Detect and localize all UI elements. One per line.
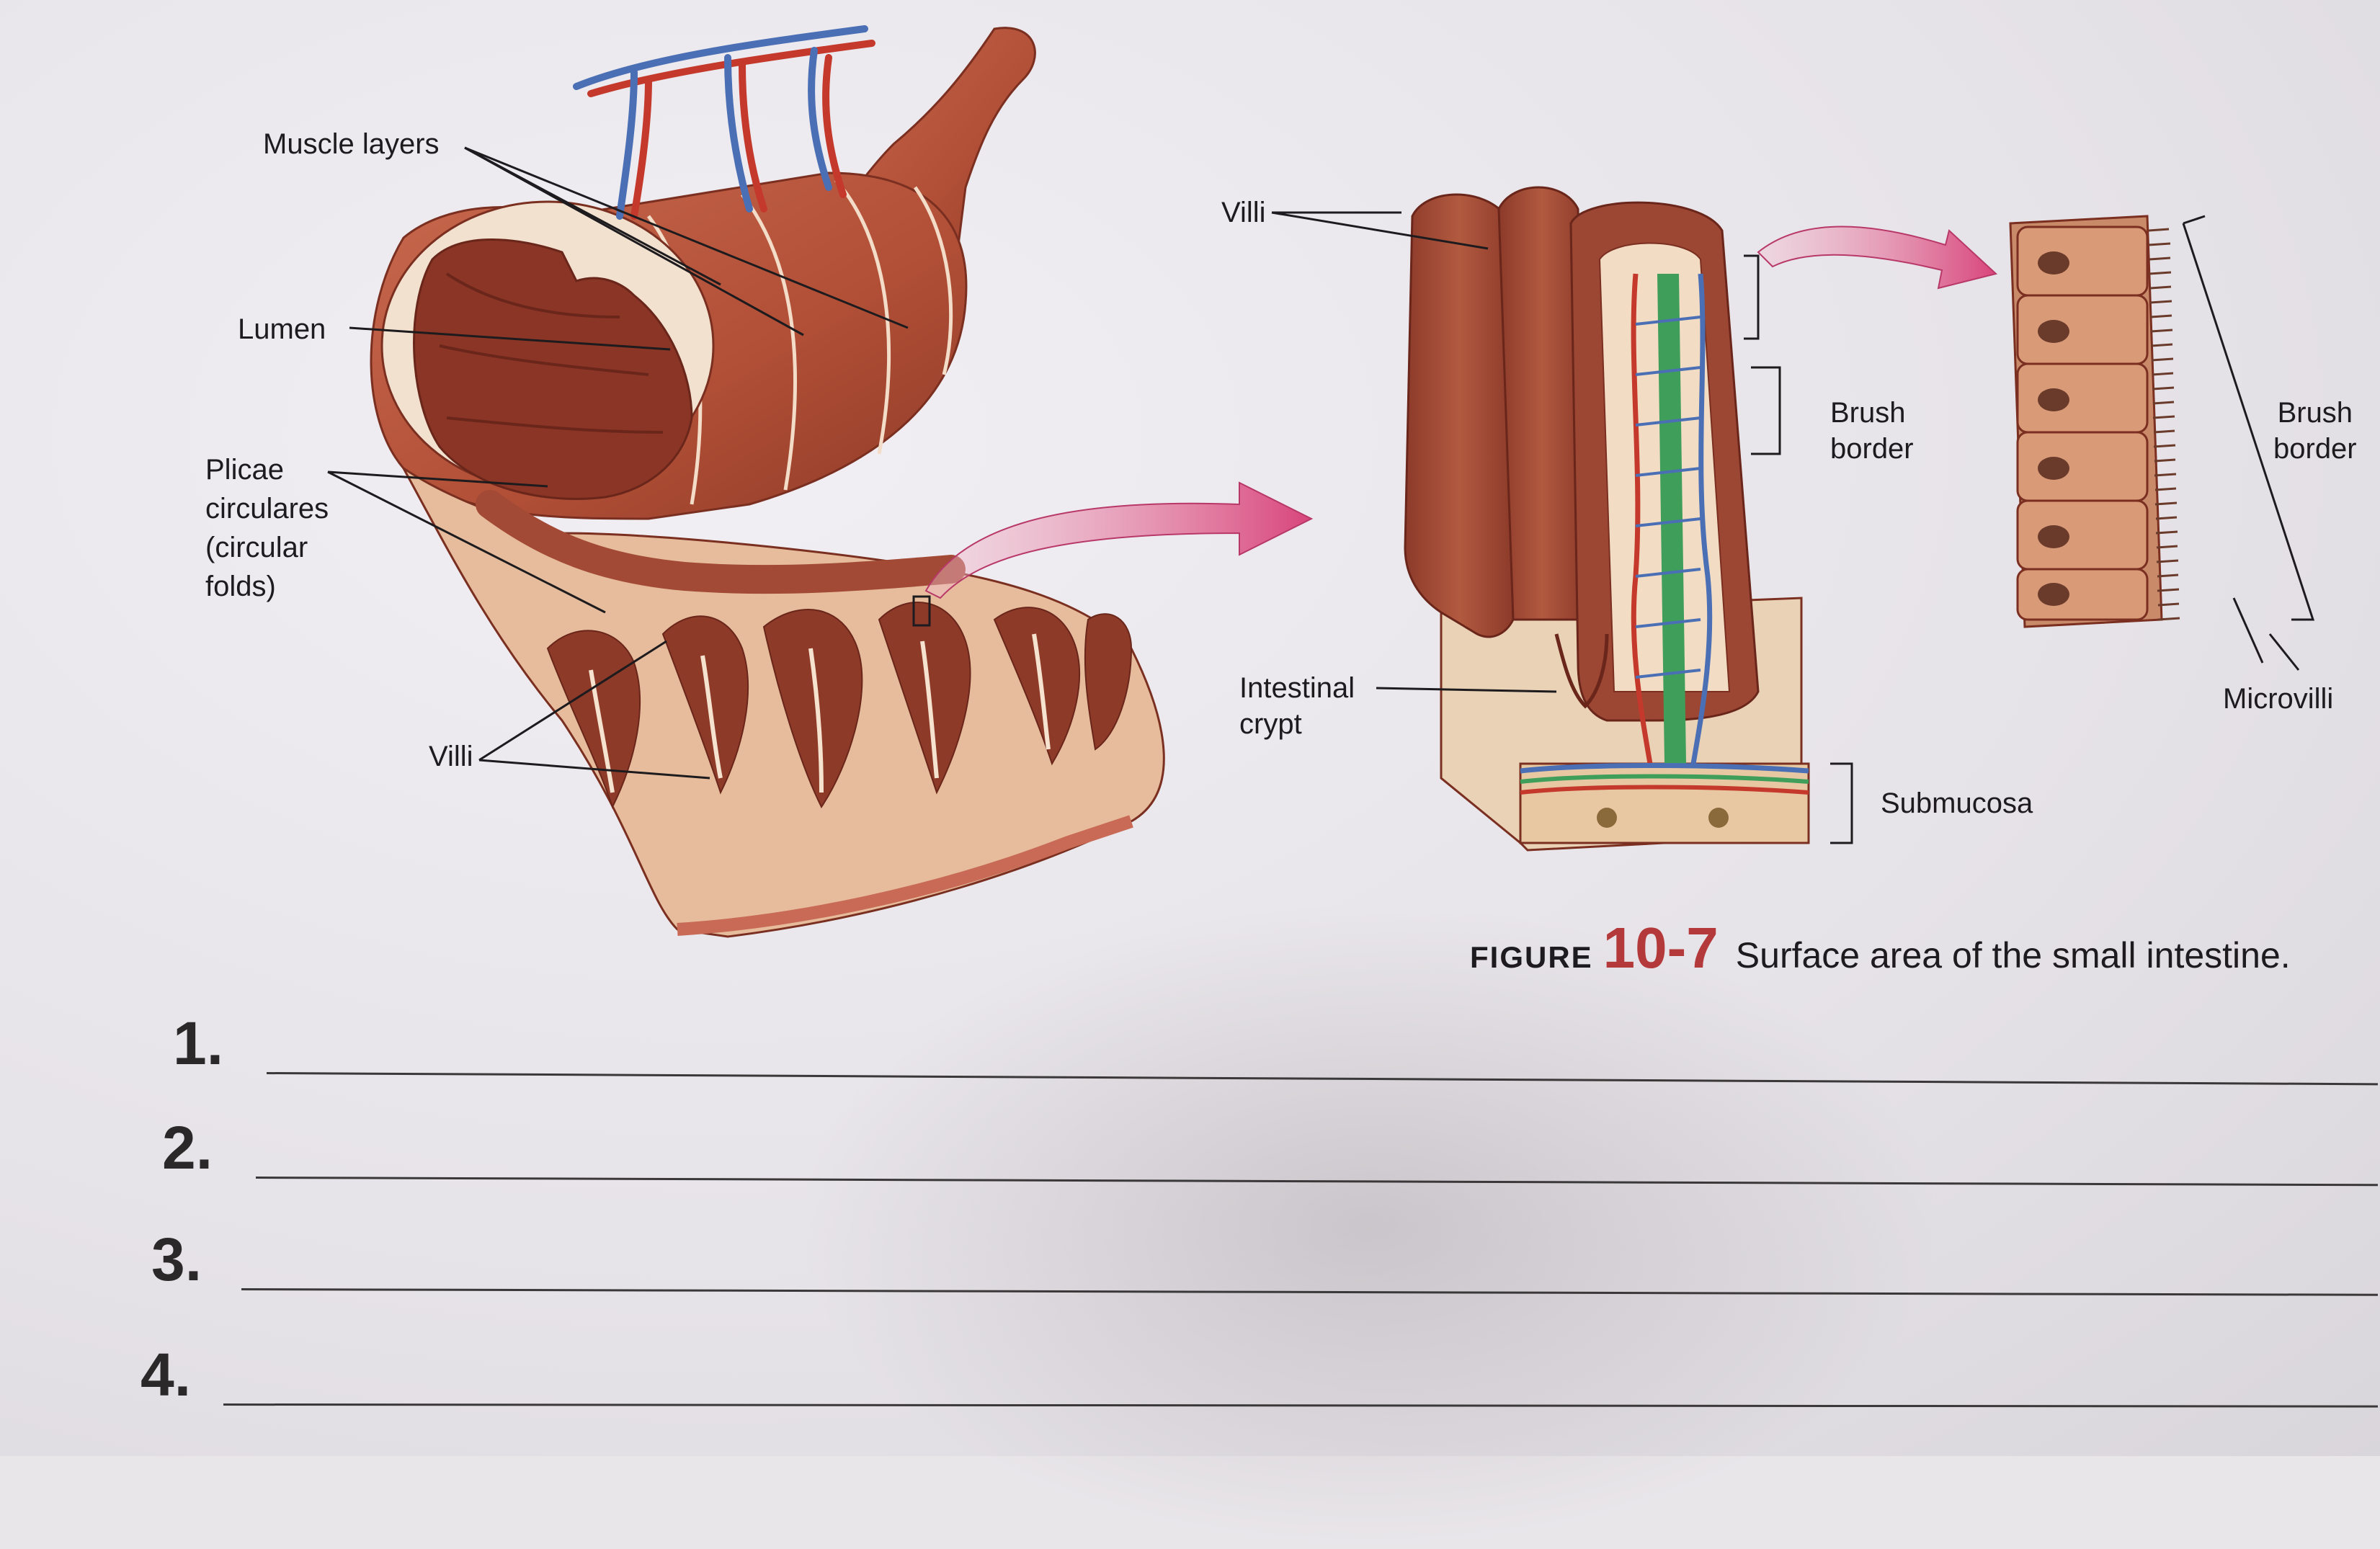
answer-line[interactable] xyxy=(255,1177,2378,1187)
worksheet-page xyxy=(0,0,2380,1456)
label-microvilli: Microvilli xyxy=(2223,683,2334,715)
answer-row-4: 4. xyxy=(0,1340,2380,1412)
photo-shadow xyxy=(793,901,1946,1549)
label-villi-mid: Villi xyxy=(1221,197,1266,228)
villus-cutaway xyxy=(1404,186,1853,852)
answer-row-3: 3. xyxy=(0,1225,2380,1297)
figure-label-word: FIGURE xyxy=(1470,940,1593,974)
answer-row-2: 2. xyxy=(0,1113,2380,1187)
figure-caption-text: Surface area of the small intestine. xyxy=(1735,935,2291,976)
label-villi-left: Villi xyxy=(429,741,473,772)
question-number: 1. xyxy=(173,1009,224,1077)
question-number: 4. xyxy=(141,1341,192,1409)
answer-row-1: 1. xyxy=(0,1009,2380,1086)
zoom-arrow-1 xyxy=(924,481,1314,599)
intestine-segment xyxy=(370,25,1165,938)
answer-line[interactable] xyxy=(223,1403,2379,1408)
zoom-arrow-2 xyxy=(1757,226,1998,290)
label-intestinal-crypt: Intestinal crypt xyxy=(1239,672,1355,740)
label-brush-border-mid: Brush border xyxy=(1830,397,1914,465)
label-lumen: Lumen xyxy=(238,313,326,345)
question-number: 3. xyxy=(151,1226,202,1293)
label-plicae-circulares: Plicae circulares (circular folds) xyxy=(205,454,329,602)
leader-lines xyxy=(327,146,2300,780)
label-muscle-layers: Muscle layers xyxy=(263,128,440,160)
answer-line[interactable] xyxy=(241,1288,2378,1296)
figure-number: 10-7 xyxy=(1603,916,1719,980)
epithelial-cells xyxy=(2009,215,2315,628)
intestine-diagram xyxy=(327,25,2315,938)
label-brush-border-right: Brush border xyxy=(2273,397,2357,465)
question-number: 2. xyxy=(162,1114,213,1182)
label-submucosa: Submucosa xyxy=(1881,787,2033,819)
figure-caption: FIGURE 10-7 Surface area of the small inte… xyxy=(1470,915,2291,981)
